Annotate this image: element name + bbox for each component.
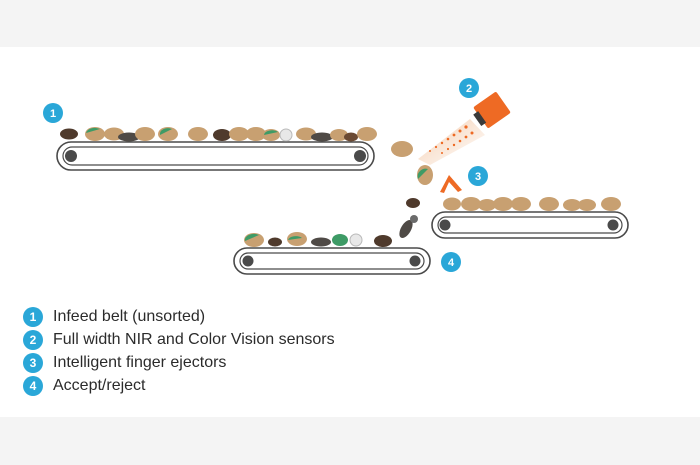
sensor-unit-icon [473, 92, 511, 128]
svg-text:4: 4 [448, 257, 455, 269]
svg-text:1: 1 [50, 108, 56, 120]
legend-item-2: 2 Full width NIR and Color Vision sensor… [23, 329, 335, 351]
legend-badge-3: 3 [23, 353, 43, 373]
falling-items [391, 141, 433, 239]
legend-text-3: Intelligent finger ejectors [53, 354, 227, 371]
legend-badge-2: 2 [23, 330, 43, 350]
reject-items [244, 232, 392, 247]
legend-badge-4: 4 [23, 376, 43, 396]
sensor-beam [418, 119, 485, 165]
infeed-belt [56, 141, 375, 171]
diagram-canvas: 1 2 3 4 1 Infeed belt (unsorted) 2 Full … [0, 47, 700, 417]
accept-items [443, 197, 621, 211]
infeed-items [60, 127, 377, 142]
legend-badge-1: 1 [23, 307, 43, 327]
marker-2: 2 [459, 78, 479, 98]
marker-1: 1 [43, 103, 63, 123]
svg-text:3: 3 [475, 171, 481, 183]
reject-belt [233, 247, 431, 275]
legend-text-4: Accept/reject [53, 377, 146, 394]
marker-3: 3 [468, 166, 488, 186]
sensor-dots [429, 125, 474, 154]
accept-belt [431, 211, 629, 239]
legend-item-4: 4 Accept/reject [23, 375, 145, 397]
legend-text-1: Infeed belt (unsorted) [53, 308, 206, 325]
finger-ejector-icon [440, 175, 462, 193]
marker-4: 4 [441, 252, 461, 272]
legend-item-1: 1 Infeed belt (unsorted) [23, 306, 205, 328]
legend-item-3: 3 Intelligent finger ejectors [23, 352, 226, 374]
legend-text-2: Full width NIR and Color Vision sensors [53, 331, 335, 348]
svg-text:2: 2 [466, 83, 472, 95]
potato-sorting-diagram: 1 2 3 4 [43, 78, 629, 275]
